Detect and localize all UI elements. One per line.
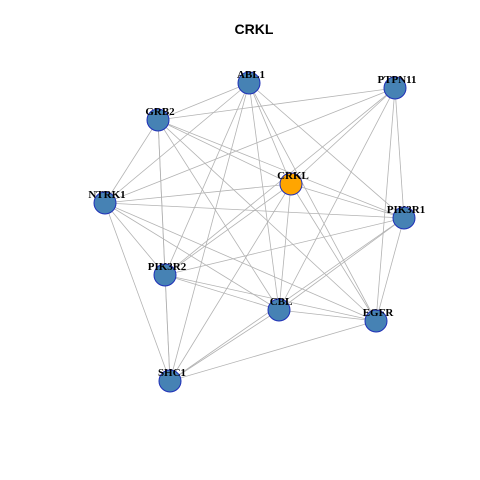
edge-ptpn11-ntrk1	[104, 87, 396, 204]
edge-ptpn11-cbl	[278, 87, 396, 311]
edge-cbl-shc1	[169, 309, 280, 382]
edge-abl1-ntrk1	[104, 82, 250, 204]
edge-abl1-egfr	[248, 82, 377, 322]
node-ptpn11	[383, 76, 407, 100]
edge-pik3r2-shc1	[164, 274, 171, 382]
edge-pik3r1-cbl	[278, 217, 405, 311]
node-label-grb2: GRB2	[145, 106, 175, 118]
node-label-egfr: EGFR	[363, 307, 395, 319]
edge-ptpn11-pik3r1	[394, 87, 405, 219]
edge-grb2-cbl	[157, 119, 280, 311]
edge-crkl-ntrk1	[104, 183, 292, 204]
edge-pik3r2-egfr	[164, 274, 377, 322]
edge-layer	[104, 82, 405, 382]
node-shc1	[158, 369, 182, 393]
node-label-shc1: SHC1	[158, 367, 186, 379]
edge-ntrk1-cbl	[104, 202, 280, 311]
node-label-cbl: CBL	[270, 296, 293, 308]
edge-abl1-shc1	[169, 82, 250, 382]
edge-crkl-shc1	[169, 183, 292, 382]
node-crkl	[279, 172, 303, 196]
node-grb2	[146, 108, 170, 132]
edge-grb2-crkl	[157, 119, 292, 185]
edge-crkl-cbl	[278, 183, 292, 311]
edge-grb2-pik3r1	[157, 119, 405, 219]
node-label-pik3r2: PIK3R2	[148, 261, 187, 273]
node-label-ptpn11: PTPN11	[377, 74, 416, 86]
edge-ntrk1-egfr	[104, 202, 377, 322]
edge-crkl-egfr	[290, 183, 377, 322]
node-abl1	[237, 71, 261, 95]
edge-ntrk1-shc1	[104, 202, 171, 382]
edge-ptpn11-egfr	[375, 87, 396, 322]
node-pik3r1	[392, 206, 416, 230]
edge-abl1-cbl	[248, 82, 280, 311]
edge-abl1-pik3r2	[164, 82, 250, 276]
edge-ntrk1-pik3r1	[104, 202, 405, 219]
edge-pik3r1-egfr	[375, 217, 405, 322]
edge-crkl-pik3r2	[164, 183, 292, 276]
edge-crkl-pik3r1	[290, 183, 405, 219]
edge-abl1-crkl	[248, 82, 292, 185]
node-ntrk1	[93, 191, 117, 215]
node-pik3r2	[153, 263, 177, 287]
node-label-crkl: CRKL	[277, 170, 309, 182]
edge-grb2-egfr	[157, 119, 377, 322]
node-label-ntrk1: NTRK1	[88, 189, 125, 201]
edge-ptpn11-crkl	[290, 87, 396, 185]
node-egfr	[364, 309, 388, 333]
edge-pik3r1-pik3r2	[164, 217, 405, 276]
node-label-abl1: ABL1	[237, 69, 265, 81]
edge-egfr-shc1	[169, 320, 377, 382]
edge-cbl-egfr	[278, 309, 377, 322]
node-cbl	[267, 298, 291, 322]
edge-abl1-grb2	[157, 82, 250, 121]
edge-pik3r2-cbl	[164, 274, 280, 311]
edge-grb2-ntrk1	[104, 119, 159, 204]
edge-abl1-pik3r1	[248, 82, 405, 219]
plot-title: CRKL	[234, 21, 274, 37]
edge-ptpn11-grb2	[157, 87, 396, 121]
node-layer	[93, 71, 416, 393]
node-label-pik3r1: PIK3R1	[387, 204, 426, 216]
edge-pik3r1-shc1	[169, 217, 405, 382]
edge-ntrk1-pik3r2	[104, 202, 166, 276]
